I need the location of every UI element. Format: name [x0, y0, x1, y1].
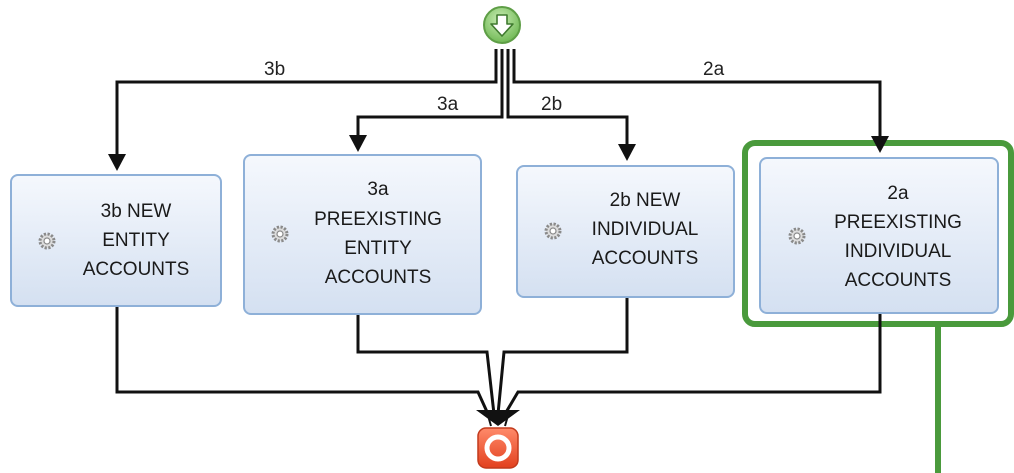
edge-label-3b: 3b [264, 59, 285, 80]
edge-to-2a [512, 49, 882, 140]
task-3b[interactable]: 3b NEW ENTITY ACCOUNTS [10, 174, 222, 307]
edge-from-3a [356, 314, 496, 415]
edge-to-2b [506, 49, 629, 148]
edge-to-3b [115, 49, 498, 158]
task-3a[interactable]: 3a PREEXISTING ENTITY ACCOUNTS [243, 154, 482, 315]
task-2b-line-1: 2b NEW [610, 190, 681, 211]
edge-label-2a: 2a [703, 59, 725, 80]
arrow-to-3b [108, 154, 126, 171]
task-2b[interactable]: 2b NEW INDIVIDUAL ACCOUNTS [516, 165, 735, 298]
start-event[interactable] [483, 6, 521, 44]
arrow-to-3a [349, 135, 367, 152]
arrow-to-2b [618, 144, 636, 161]
task-2a-line-4: ACCOUNTS [845, 270, 952, 291]
edge-from-2b [496, 297, 629, 415]
task-3a-line-2: PREEXISTING [314, 209, 442, 230]
stop-circle-icon [484, 434, 512, 462]
arrow-to-2a [871, 136, 889, 153]
task-2a-line-3: INDIVIDUAL [845, 241, 952, 262]
edge-label-3a: 3a [437, 94, 459, 115]
task-2b-line-2: INDIVIDUAL [592, 219, 699, 240]
gear-icon [544, 222, 562, 240]
edge-from-3b [115, 306, 490, 415]
task-3b-line-2: ENTITY [102, 230, 170, 251]
edge-from-2a [503, 313, 882, 415]
task-3a-line-4: ACCOUNTS [325, 267, 432, 288]
task-3b-line-1: 3b NEW [101, 201, 172, 222]
gear-icon [271, 225, 289, 243]
task-2b-line-3: ACCOUNTS [592, 248, 699, 269]
task-2a-line-1: 2a [887, 183, 909, 204]
end-event[interactable] [477, 427, 519, 469]
edge-label-2b: 2b [541, 94, 562, 115]
down-arrow-icon [490, 14, 514, 37]
gear-icon [38, 232, 56, 250]
task-2a[interactable]: 2a PREEXISTING INDIVIDUAL ACCOUNTS [759, 157, 999, 314]
task-3b-line-3: ACCOUNTS [83, 259, 190, 280]
arrow-to-end [476, 410, 520, 426]
edge-to-3a [356, 49, 504, 139]
task-3a-line-1: 3a [367, 179, 389, 200]
gear-icon [788, 227, 806, 245]
task-3a-line-3: ENTITY [344, 238, 412, 259]
task-2a-line-2: PREEXISTING [834, 212, 962, 233]
